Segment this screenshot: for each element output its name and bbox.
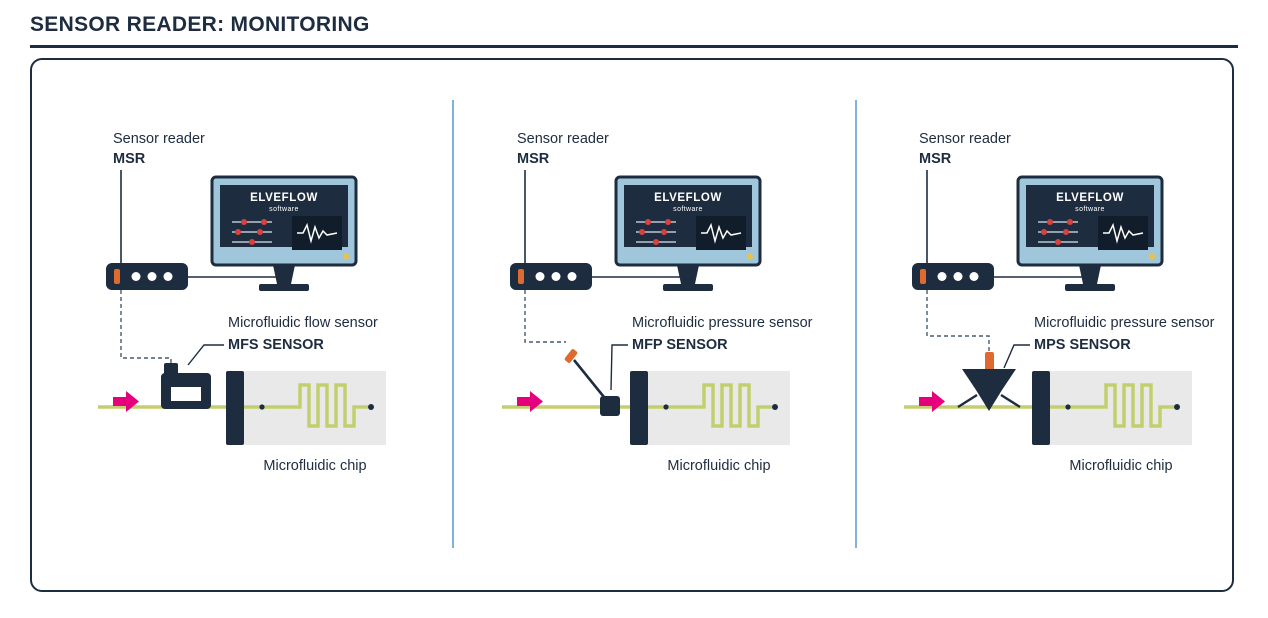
flow-sensor-icon bbox=[161, 363, 211, 409]
panel-msr-mps: Sensor reader MSR ELVEFLOW software bbox=[846, 70, 1246, 500]
pressure-sensor-icon bbox=[957, 352, 1021, 411]
panel-msr-mfp: Sensor reader MSR ELVEFLOW software bbox=[444, 70, 844, 500]
reader-sensor-dashed-link bbox=[926, 290, 990, 354]
reader-label: Sensor reader bbox=[517, 131, 609, 147]
chip-label: Microfluidic chip bbox=[1069, 458, 1172, 474]
slider-dots bbox=[235, 219, 267, 245]
panel-msr-mfs: Sensor reader MSR ELVEFL bbox=[40, 70, 440, 500]
monitor-base bbox=[663, 284, 713, 291]
software-subtitle: software bbox=[673, 206, 703, 213]
sensor-label: Microfluidic pressure sensor bbox=[632, 315, 813, 331]
flow-arrow-icon bbox=[919, 391, 945, 412]
software-title: ELVEFLOW bbox=[250, 192, 318, 204]
sensor-reader-device-icon bbox=[510, 263, 592, 290]
pressure-sensor-icon bbox=[564, 349, 620, 416]
sensor-model-label: MFS SENSOR bbox=[228, 337, 324, 353]
diagram-frame bbox=[30, 58, 1234, 592]
waveform-icon bbox=[297, 222, 338, 244]
reader-sensor-dashed-link bbox=[524, 290, 566, 343]
chip-label: Microfluidic chip bbox=[263, 458, 366, 474]
microfluidic-chip-icon bbox=[1032, 371, 1192, 445]
waveform-icon bbox=[1103, 222, 1144, 244]
chip-channel bbox=[648, 383, 772, 428]
sensor-reader-device-icon bbox=[106, 263, 188, 290]
slider-dots bbox=[1041, 219, 1073, 245]
panel-1-graphic: Sensor reader MSR ELVEFL bbox=[98, 131, 386, 474]
monitor-icon: ELVEFLOW software bbox=[1016, 175, 1164, 291]
chip-channel bbox=[1050, 383, 1174, 428]
title-underline bbox=[30, 45, 1238, 48]
sensor-callout-line bbox=[187, 344, 224, 366]
sensor-label: Microfluidic flow sensor bbox=[228, 315, 378, 331]
chip-channel bbox=[244, 383, 368, 428]
reader-model-label: MSR bbox=[113, 151, 146, 167]
slider-dots bbox=[639, 219, 671, 245]
chip-label: Microfluidic chip bbox=[667, 458, 770, 474]
software-subtitle: software bbox=[1075, 206, 1105, 213]
sensor-model-label: MFP SENSOR bbox=[632, 337, 728, 353]
monitor-base bbox=[259, 284, 309, 291]
panel-divider-2 bbox=[855, 100, 857, 548]
software-title: ELVEFLOW bbox=[1056, 192, 1124, 204]
power-led bbox=[747, 253, 753, 260]
sensor-callout-line bbox=[1003, 344, 1030, 369]
monitor-icon: ELVEFLOW software bbox=[210, 175, 358, 291]
flow-arrow-icon bbox=[113, 391, 139, 412]
sensor-model-label: MPS SENSOR bbox=[1034, 337, 1131, 353]
microfluidic-chip-icon bbox=[630, 371, 790, 445]
monitor-stand bbox=[677, 265, 699, 284]
reader-model-label: MSR bbox=[919, 151, 952, 167]
reader-sensor-dashed-link bbox=[120, 290, 172, 364]
monitor-stand bbox=[273, 265, 295, 284]
page-title: SENSOR READER: MONITORING bbox=[30, 13, 370, 36]
monitor-icon: ELVEFLOW software bbox=[614, 175, 762, 291]
reader-model-label: MSR bbox=[517, 151, 550, 167]
software-subtitle: software bbox=[269, 206, 299, 213]
microfluidic-chip-icon bbox=[226, 371, 386, 445]
sensor-reader-device-icon bbox=[912, 263, 994, 290]
monitor-base bbox=[1065, 284, 1115, 291]
panel-3-graphic: Sensor reader MSR ELVEFLOW software bbox=[904, 131, 1215, 474]
reader-label: Sensor reader bbox=[113, 131, 205, 147]
monitor-stand bbox=[1079, 265, 1101, 284]
panel-divider-1 bbox=[452, 100, 454, 548]
power-led bbox=[343, 253, 349, 260]
panel-2-graphic: Sensor reader MSR ELVEFLOW software bbox=[502, 131, 813, 474]
reader-label: Sensor reader bbox=[919, 131, 1011, 147]
waveform-icon bbox=[701, 222, 742, 244]
sensor-callout-line bbox=[610, 344, 628, 391]
software-title: ELVEFLOW bbox=[654, 192, 722, 204]
sensor-label: Microfluidic pressure sensor bbox=[1034, 315, 1215, 331]
power-led bbox=[1149, 253, 1155, 260]
flow-arrow-icon bbox=[517, 391, 543, 412]
